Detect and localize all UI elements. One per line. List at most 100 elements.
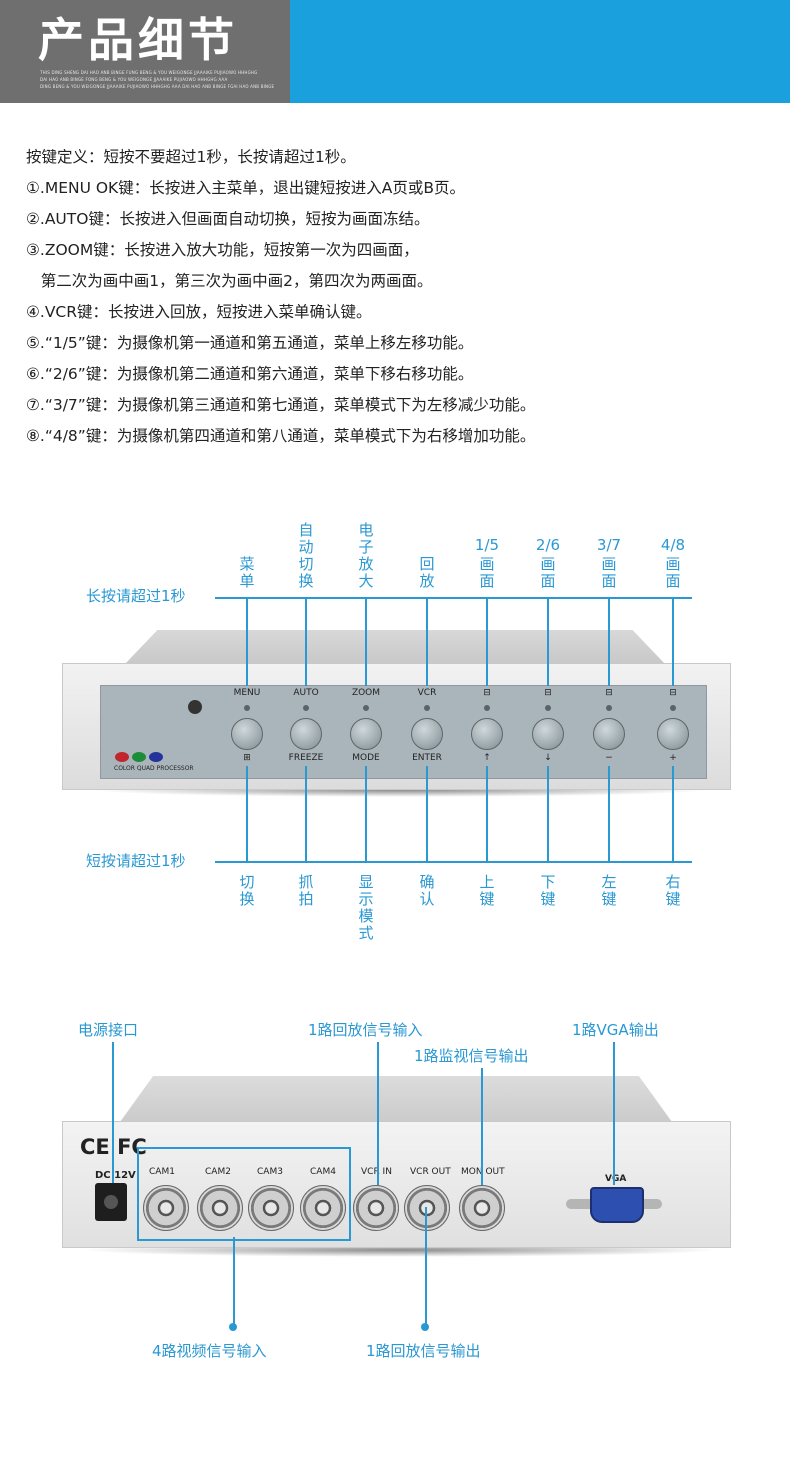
description-line: ⑥.“2/6”键：为摄像机第二通道和第六通道，菜单下移右移功能。 <box>26 365 474 383</box>
lower-connector-line <box>547 766 549 862</box>
key-led <box>303 705 309 711</box>
short-press-function-label: 切 换 <box>239 873 255 908</box>
vga-port[interactable] <box>590 1187 644 1223</box>
vcr-out-label: 1路回放信号输出 <box>366 1342 481 1360</box>
header-subline: THIS DING SHENG DAI HAO ANB BINGE FUNG B… <box>40 70 258 75</box>
page-title: 产品细节 <box>38 13 238 67</box>
vcr-in-port-label: VCR IN <box>361 1167 392 1177</box>
short-press-function-label: 下 键 <box>540 873 556 908</box>
short-press-label: 短按请超过1秒 <box>86 852 186 870</box>
long-press-function-label: 回 放 <box>419 555 435 590</box>
mon-out-connector-line <box>481 1068 483 1185</box>
description-line: ①.MENU OK键：长按进入主菜单，退出键短按进入A页或B页。 <box>26 179 465 197</box>
lower-connector-line <box>672 766 674 862</box>
long-press-function-label: 画 面 <box>540 555 556 590</box>
mon-out-label: 1路监视信号输出 <box>414 1047 529 1065</box>
mon-out-bnc-port[interactable] <box>459 1185 505 1231</box>
panel-key-sublabel: ENTER <box>412 753 442 763</box>
lower-connector-line <box>246 766 248 862</box>
vcr-in-bnc-port[interactable] <box>353 1185 399 1231</box>
video-in-label: 4路视频信号输入 <box>152 1342 267 1360</box>
channel-number-label: 4/8 <box>660 536 686 554</box>
front-key-auto-button[interactable] <box>290 718 322 750</box>
vcr-out-port-label: VCR OUT <box>410 1167 451 1177</box>
channel-number-label: 1/5 <box>474 536 500 554</box>
ir-sensor <box>188 700 202 714</box>
key-led <box>484 705 490 711</box>
header-subline: DAI HAO ANB BINGE FONG BENG & YOU WEIGON… <box>40 77 228 82</box>
upper-connector-line <box>608 598 610 686</box>
lower-connector-line <box>426 766 428 862</box>
long-press-function-label: 电 子 放 大 <box>358 521 374 590</box>
color-dot-blue <box>149 752 163 762</box>
cam2-bnc-port[interactable] <box>197 1185 243 1231</box>
upper-connector-line <box>246 598 248 686</box>
short-press-function-label: 左 键 <box>601 873 617 908</box>
description-line: ⑧.“4/8”键：为摄像机第四通道和第八通道，菜单模式下为右移增加功能。 <box>26 427 536 445</box>
short-press-function-label: 抓 拍 <box>298 873 314 908</box>
panel-key-label: ⊟ <box>544 688 552 698</box>
cam-inputs-group <box>137 1147 351 1241</box>
lower-connector-line <box>608 766 610 862</box>
cam4-bnc-port[interactable] <box>300 1185 346 1231</box>
key-led <box>244 705 250 711</box>
upper-connector-line <box>486 598 488 686</box>
panel-key-label: VCR <box>417 688 437 698</box>
header-right-block <box>290 0 790 103</box>
front-key-zoom-button[interactable] <box>350 718 382 750</box>
description-line: ⑦.“3/7”键：为摄像机第三通道和第七通道，菜单模式下为左移减少功能。 <box>26 396 536 414</box>
panel-key-sublabel: FREEZE <box>288 753 324 763</box>
description-line: ②.AUTO键：长按进入但画面自动切换，短按为画面冻结。 <box>26 210 430 228</box>
panel-key-sublabel: MODE <box>352 753 380 763</box>
panel-key-label: ⊟ <box>605 688 613 698</box>
short-press-function-label: 显 示 模 式 <box>358 873 374 942</box>
long-press-function-label: 画 面 <box>479 555 495 590</box>
front-key-ch3-button[interactable] <box>593 718 625 750</box>
vcr-in-label: 1路回放信号输入 <box>308 1021 423 1039</box>
upper-connector-line <box>305 598 307 686</box>
panel-key-sublabel: + <box>669 753 677 763</box>
vcr-out-dot <box>421 1323 429 1331</box>
panel-key-label: MENU <box>233 688 261 698</box>
color-dot-red <box>115 752 129 762</box>
vga-port-label: VGA <box>605 1174 627 1184</box>
upper-connector-line <box>547 598 549 686</box>
front-key-ch1-button[interactable] <box>471 718 503 750</box>
front-key-menu-button[interactable] <box>231 718 263 750</box>
panel-key-sublabel: ⊞ <box>243 753 251 763</box>
key-led <box>363 705 369 711</box>
long-press-line <box>215 597 692 599</box>
description-line: 按键定义：短按不要超过1秒，长按请超过1秒。 <box>26 148 356 166</box>
color-dot-green <box>132 752 146 762</box>
key-led <box>545 705 551 711</box>
power-connector-line <box>112 1042 114 1183</box>
vcr-in-connector-line <box>377 1042 379 1185</box>
cam1-label: CAM1 <box>149 1167 175 1177</box>
vga-out-label: 1路VGA输出 <box>572 1021 659 1039</box>
long-press-function-label: 画 面 <box>601 555 617 590</box>
vcr-out-bnc-port[interactable] <box>404 1185 450 1231</box>
rear-device-top <box>120 1076 672 1122</box>
lower-connector-line <box>486 766 488 862</box>
cam1-bnc-port[interactable] <box>143 1185 189 1231</box>
lower-connector-line <box>365 766 367 862</box>
upper-connector-line <box>672 598 674 686</box>
front-key-ch4-button[interactable] <box>657 718 689 750</box>
panel-key-sublabel: ↑ <box>483 753 491 763</box>
video-in-connector-line <box>233 1237 235 1327</box>
panel-key-label: ZOOM <box>351 688 381 698</box>
description-line: ④.VCR键：长按进入回放，短按进入菜单确认键。 <box>26 303 372 321</box>
description-line: ⑤.“1/5”键：为摄像机第一通道和第五通道，菜单上移左移功能。 <box>26 334 474 352</box>
cam3-bnc-port[interactable] <box>248 1185 294 1231</box>
short-press-function-label: 确 认 <box>419 873 435 908</box>
dc-label: DC 12V <box>95 1170 136 1181</box>
description-line: ③.ZOOM键：长按进入放大功能，短按第一次为四画面， <box>26 241 419 259</box>
dc-jack-hole <box>104 1195 118 1209</box>
channel-number-label: 2/6 <box>535 536 561 554</box>
front-key-ch2-button[interactable] <box>532 718 564 750</box>
vga-connector-line <box>613 1042 615 1185</box>
lower-connector-line <box>305 766 307 862</box>
front-key-vcr-button[interactable] <box>411 718 443 750</box>
description-line: 第二次为画中画1，第三次为画中画2，第四次为两画面。 <box>26 272 433 290</box>
short-press-line <box>215 861 692 863</box>
